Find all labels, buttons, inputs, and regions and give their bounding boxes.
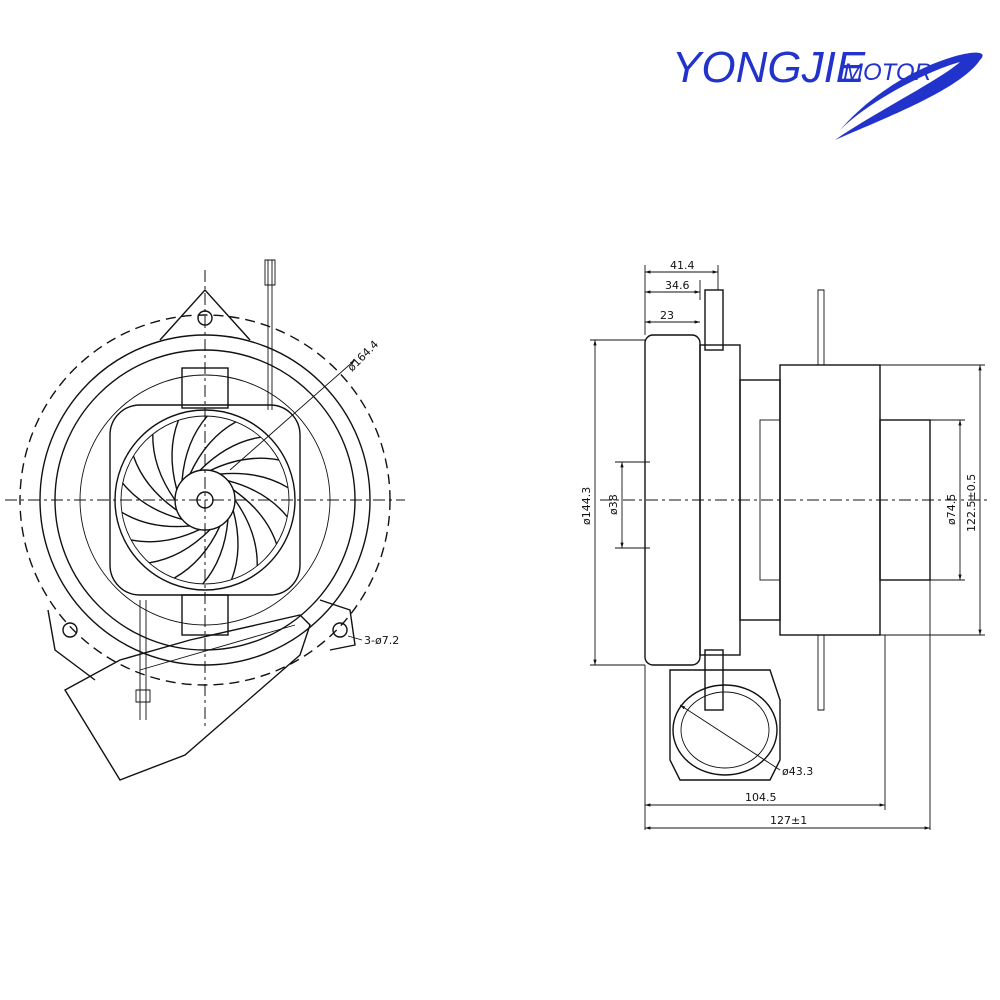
fan-blade xyxy=(234,499,258,566)
front-diameter-label: ø164.4 xyxy=(345,338,381,374)
fan-blade xyxy=(149,529,211,564)
fan-blade xyxy=(189,421,237,475)
fan-blade xyxy=(219,472,289,489)
fan-blade xyxy=(199,436,261,471)
brand-logo: YONGJIE MOTOR xyxy=(672,43,983,140)
dim-127: 127±1 xyxy=(770,814,807,827)
front-view: ø164.4 3-ø7.2 xyxy=(5,259,405,781)
fan-blade xyxy=(122,482,183,520)
logo-brand: YONGJIE xyxy=(672,43,866,92)
dim-43-3: ø43.3 xyxy=(782,765,813,778)
logo-suffix: MOTOR xyxy=(843,59,932,86)
fan-blade xyxy=(209,457,280,472)
dim-104-5: 104.5 xyxy=(745,791,777,804)
fan-blade xyxy=(130,528,201,543)
fan-blade xyxy=(230,510,239,580)
logo-swoosh xyxy=(835,52,983,140)
fan-blade xyxy=(121,511,191,528)
fan-blade xyxy=(171,420,180,490)
mount-holes-label: 3-ø7.2 xyxy=(364,634,399,647)
dim-122-5: 122.5±0.5 xyxy=(965,474,978,532)
dim-38: ø38 xyxy=(607,494,620,515)
fan-blades xyxy=(121,415,289,585)
dim-34-6: 34.6 xyxy=(665,279,690,292)
side-view: 41.4 34.6 23 ø144.3 ø38 ø74.5 122.5±0.5 … xyxy=(580,259,990,830)
dim-74-5: ø74.5 xyxy=(945,494,958,525)
dim-23: 23 xyxy=(660,309,674,322)
fan-blade xyxy=(173,525,221,579)
fan-blade xyxy=(227,480,288,518)
fan-blade xyxy=(181,415,208,481)
dim-144-3: ø144.3 xyxy=(580,487,593,525)
fan-blade xyxy=(202,519,229,585)
fan-blade xyxy=(152,434,176,501)
dim-41-4: 41.4 xyxy=(670,259,695,272)
fan-blade xyxy=(232,489,278,545)
fan-blade xyxy=(132,455,178,511)
